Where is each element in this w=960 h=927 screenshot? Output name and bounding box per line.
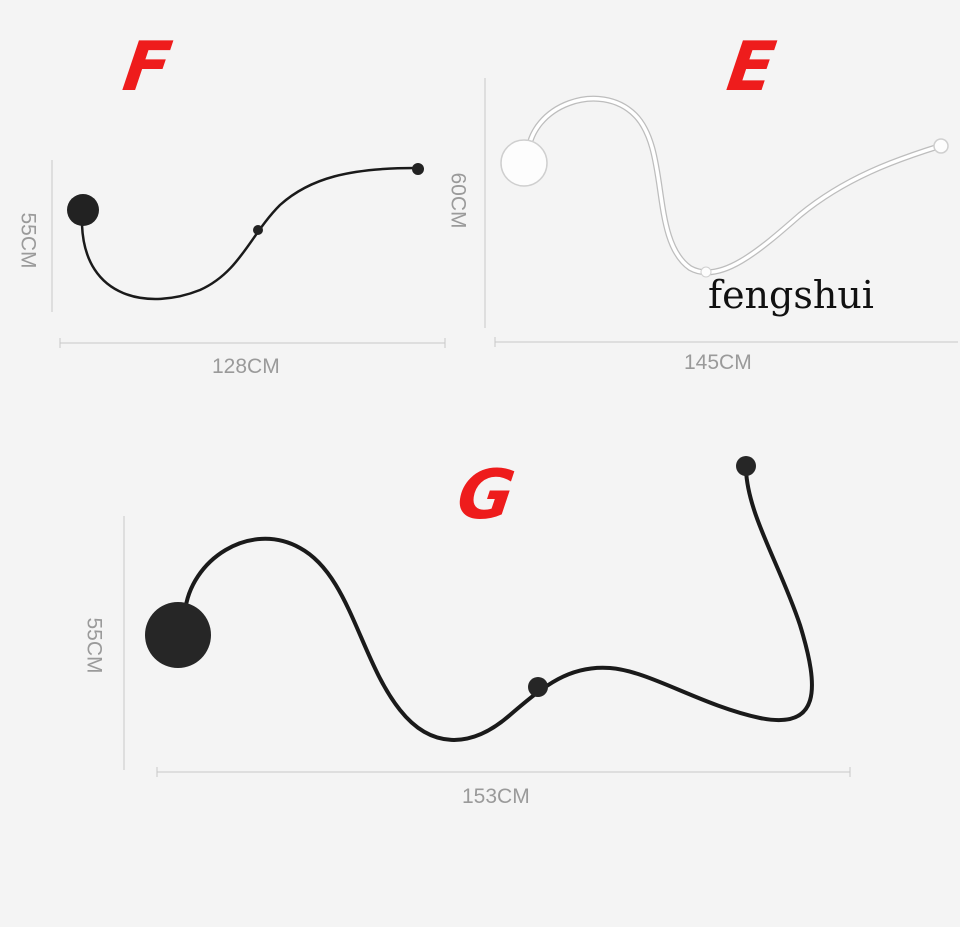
lamp-f-cable: [80, 166, 417, 301]
lamp-g-joint: [528, 677, 548, 697]
variant-g-width: 153CM: [462, 785, 530, 808]
lamp-e-joint: [700, 266, 712, 278]
variant-g-height: 55CM: [82, 617, 106, 674]
variant-f-height: 55CM: [16, 212, 40, 269]
variant-e-height: 60CM: [446, 172, 470, 229]
variant-f-width: 128CM: [212, 355, 280, 378]
lamp-e: [484, 78, 958, 347]
lamp-g: [123, 456, 851, 777]
lamp-e-cable-outline: [525, 95, 941, 276]
lamp-e-cable: [526, 97, 941, 275]
variant-f-label: F: [118, 28, 177, 107]
variant-e-label: E: [722, 28, 781, 107]
lamp-f-tip: [412, 163, 424, 175]
lamp-g-cable: [183, 469, 814, 742]
lamp-e-base: [500, 139, 548, 187]
lamp-g-base: [145, 602, 211, 668]
lamp-e-tip: [933, 138, 949, 154]
lamp-f-joint: [253, 225, 263, 235]
lamp-f-base: [67, 194, 99, 226]
variant-e-width: 145CM: [684, 351, 752, 374]
variant-g-label: G: [452, 456, 520, 535]
watermark-text: fengshui: [708, 273, 874, 317]
lamp-f: [51, 160, 446, 348]
lamp-g-tip: [736, 456, 756, 476]
